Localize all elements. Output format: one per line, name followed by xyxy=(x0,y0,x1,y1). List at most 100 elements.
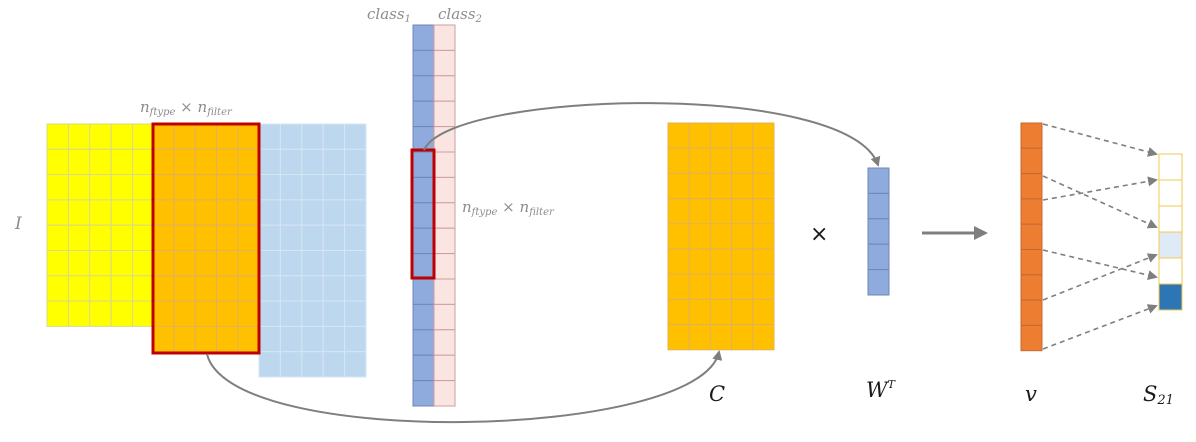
orange-slab-cell xyxy=(152,250,175,277)
class1-cell xyxy=(412,380,435,407)
matrix-c-cell xyxy=(667,198,690,225)
orange-slab-cell xyxy=(194,325,218,353)
matrix-c xyxy=(667,122,775,351)
orange-slab-cell xyxy=(173,275,196,302)
class2-cell xyxy=(433,380,456,407)
matrix-c-cell xyxy=(667,273,690,300)
v-cell xyxy=(1020,324,1043,352)
class2-cell xyxy=(433,303,456,331)
blue-slab-cell xyxy=(344,300,367,327)
blue-slab-cell xyxy=(279,250,303,277)
orange-slab-cell xyxy=(173,250,196,277)
result-arrowhead-icon xyxy=(974,226,988,240)
class1-cell xyxy=(412,176,435,204)
blue-slab-cell xyxy=(344,224,367,251)
class2-cell xyxy=(433,227,456,255)
matrix-c-cell xyxy=(688,324,711,351)
blue-slab-cell xyxy=(301,325,324,353)
wt-cell xyxy=(867,243,890,271)
class1-cell xyxy=(412,278,435,305)
orange-slab-cell xyxy=(194,174,218,201)
blue-slab-cell xyxy=(322,351,346,378)
blue-slab-cell xyxy=(344,123,367,150)
s21-cell xyxy=(1158,231,1183,259)
yellow-slab-cell xyxy=(132,123,155,150)
matrix-c-cell xyxy=(688,198,711,225)
orange-slab-cell xyxy=(173,199,196,226)
arrow-class-to-wt xyxy=(423,102,881,167)
class2-cell xyxy=(433,354,456,382)
matrix-c-cell xyxy=(667,324,690,351)
yellow-slab-cell xyxy=(110,250,134,277)
s21-cell xyxy=(1158,283,1183,311)
blue-slab-cell xyxy=(344,148,367,176)
orange-slab-cell xyxy=(173,123,196,150)
multiply-sign: × xyxy=(810,222,829,247)
blue-slab-cell xyxy=(301,123,324,150)
blue-slab-cell xyxy=(322,199,346,226)
class2-cell xyxy=(433,202,456,229)
yellow-slab-cell xyxy=(67,148,91,176)
yellow-slab-cell xyxy=(89,174,112,201)
blue-slab-cell xyxy=(322,275,346,302)
class1-cell xyxy=(412,227,435,255)
orange-slab-cell xyxy=(173,300,196,327)
orange-slab-cell xyxy=(152,224,175,251)
orange-slab-cell xyxy=(216,199,239,226)
class1-cell xyxy=(412,24,435,51)
wt-cell xyxy=(867,218,890,245)
yellow-slab-cell xyxy=(89,123,112,150)
v-label: v xyxy=(1025,382,1037,406)
blue-slab-cell xyxy=(301,351,324,378)
blue-slab-cell xyxy=(279,199,303,226)
matrix-c-label: C xyxy=(709,382,726,406)
yellow-slab-cell xyxy=(132,275,155,302)
blue-slab-cell xyxy=(344,199,367,226)
orange-slab-cell xyxy=(237,148,260,176)
blue-slab-cell xyxy=(301,199,324,226)
wt-cell xyxy=(867,269,890,296)
orange-slab-cell xyxy=(194,148,218,176)
matrix-c-cell xyxy=(709,172,733,200)
blue-slab-cell xyxy=(301,174,324,201)
matrix-c-cell xyxy=(709,122,733,149)
yellow-slab-cell xyxy=(67,250,91,277)
blue-slab-cell xyxy=(322,224,346,251)
blue-slab-cell xyxy=(301,300,324,327)
wt-cell xyxy=(867,192,890,220)
matrix-c-cell xyxy=(752,172,775,200)
class1-cell xyxy=(412,303,435,331)
yellow-slab-cell xyxy=(67,123,91,150)
class1-cell xyxy=(412,202,435,229)
yellow-slab-cell xyxy=(110,275,134,302)
input-slab-orange-highlighted xyxy=(152,123,260,353)
class2-cell xyxy=(433,278,456,305)
matrix-c-cell xyxy=(688,298,711,326)
blue-slab-cell xyxy=(258,250,281,277)
yellow-slab-cell xyxy=(46,174,69,201)
matrix-c-cell xyxy=(688,147,711,174)
matrix-c-cell xyxy=(752,248,775,275)
orange-slab-cell xyxy=(194,123,218,150)
blue-slab-cell xyxy=(301,250,324,277)
dashed-arrow xyxy=(1042,249,1158,281)
class2-cell xyxy=(433,253,456,280)
input-slab-yellow xyxy=(46,123,155,327)
matrix-c-cell xyxy=(688,223,711,250)
v-cell xyxy=(1020,122,1043,149)
orange-slab-cell xyxy=(237,174,260,201)
class1-cell xyxy=(412,75,435,102)
yellow-slab-cell xyxy=(46,199,69,226)
dashed-arrow xyxy=(1042,176,1158,201)
yellow-slab-cell xyxy=(67,224,91,251)
matrix-c-cell xyxy=(731,324,754,351)
class1-cell xyxy=(412,329,435,356)
class1-weight-column xyxy=(412,24,435,407)
class1-cell xyxy=(412,151,435,178)
orange-slab-cell xyxy=(237,123,260,150)
yellow-slab-cell xyxy=(110,224,134,251)
orange-slab-cell xyxy=(194,300,218,327)
blue-slab-cell xyxy=(344,325,367,353)
matrix-c-cell xyxy=(709,147,733,174)
orange-slab-cell xyxy=(194,275,218,302)
